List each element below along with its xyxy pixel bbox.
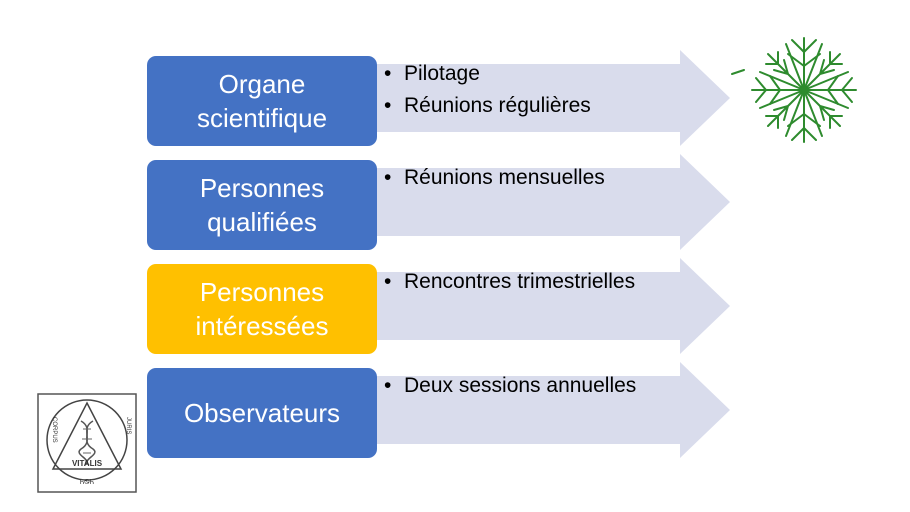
bullet-item: Deux sessions annuelles [382,370,636,402]
green-tree-logo-icon [731,37,857,143]
bullet-list: Deux sessions annuelles [382,370,636,402]
seal-icon [37,393,137,493]
seal-bottom-text: VITALIS [71,459,103,468]
box-observateurs: Observateurs [147,368,377,458]
seal-right-text: JURIS [125,417,131,435]
row-personnes-qualifiees: Personnes qualifiées Réunions mensuelles [0,154,910,250]
corpus-juris-vitalis-seal-logo: CORPUS JURIS VITALIS ᏂᏫᏂ [37,393,137,493]
row-organe-scientifique: Organe scientifique Pilotage Réunions ré… [0,50,910,146]
bullet-list: Réunions mensuelles [382,162,605,194]
row-observateurs: Observateurs Deux sessions annuelles [0,362,910,458]
box-personnes-interessees: Personnes intéressées [147,264,377,354]
box-personnes-qualifiees: Personnes qualifiées [147,160,377,250]
bullet-list: Rencontres trimestrielles [382,266,635,298]
bullet-item: Rencontres trimestrielles [382,266,635,298]
bullet-item: Pilotage [382,58,591,90]
bullet-item: Réunions régulières [382,90,591,122]
bullet-item: Réunions mensuelles [382,162,605,194]
row-personnes-interessees: Personnes intéressées Rencontres trimest… [0,258,910,354]
seal-footer-text: ᏂᏫᏂ [80,479,94,486]
bullet-list: Pilotage Réunions régulières [382,58,591,122]
box-organe-scientifique: Organe scientifique [147,56,377,146]
seal-left-text: CORPUS [51,417,57,443]
